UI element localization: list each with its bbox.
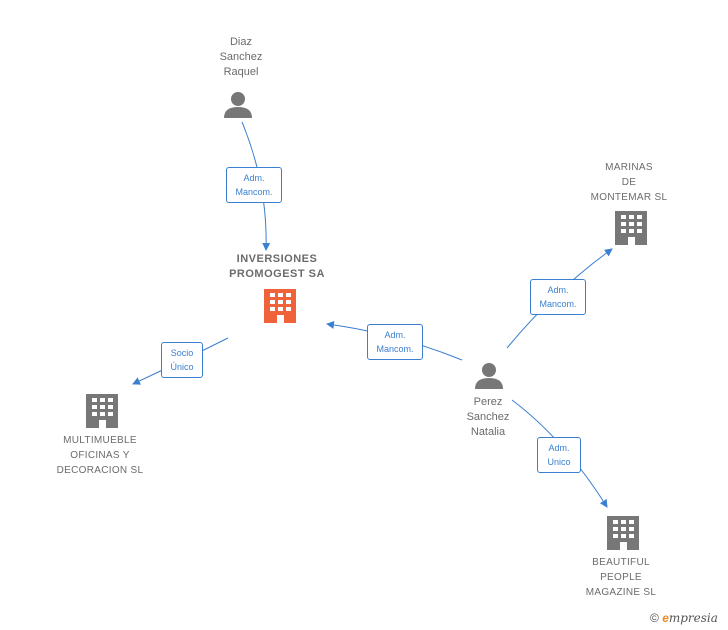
- node-label-line: MARINAS: [605, 162, 653, 173]
- edge-label-line: Mancom.: [376, 344, 414, 354]
- node-label-line: PROMOGEST SA: [229, 268, 325, 280]
- edge-label-line: Adm.: [384, 330, 406, 340]
- person-icon: [475, 363, 503, 389]
- edge-label-perez-beautiful[interactable]: Adm. Unico: [537, 437, 581, 473]
- brand-logo-letter: e: [662, 611, 669, 625]
- node-label-line: Perez: [473, 396, 503, 408]
- node-label-multimueble[interactable]: MULTIMUEBLE OFICINAS Y DECORACION SL: [40, 433, 160, 478]
- edge-label-perez-inversiones[interactable]: Adm. Mancom.: [367, 324, 423, 360]
- node-label-line: Natalia: [470, 426, 506, 438]
- node-label-beautiful-people[interactable]: BEAUTIFUL PEOPLE MAGAZINE SL: [566, 555, 676, 600]
- edge-label-diaz-inversiones[interactable]: Adm. Mancom.: [226, 167, 282, 203]
- edge-label-line: Unico: [547, 457, 571, 467]
- edge-label-line: Único: [170, 362, 194, 372]
- edge-label-line: Mancom.: [235, 187, 273, 197]
- node-label-line: MAGAZINE SL: [585, 587, 657, 598]
- copyright-symbol: ©: [650, 611, 659, 625]
- node-label-diaz-sanchez-raquel[interactable]: Diaz Sanchez Raquel: [196, 35, 286, 80]
- edge-label-line: Adm.: [243, 173, 265, 183]
- footer-brand[interactable]: © empresia: [650, 611, 718, 625]
- building-icon: [264, 289, 296, 323]
- edge-label-line: Adm.: [548, 443, 570, 453]
- edge-label-line: Socio: [170, 348, 194, 358]
- node-label-line: MULTIMUEBLE: [63, 435, 137, 446]
- person-icon: [224, 92, 252, 118]
- node-label-line: INVERSIONES: [236, 253, 318, 265]
- edge-label-perez-marinas[interactable]: Adm. Mancom.: [530, 279, 586, 315]
- node-label-perez-sanchez-natalia[interactable]: Perez Sanchez Natalia: [443, 395, 533, 440]
- node-label-line: Raquel: [223, 66, 259, 78]
- node-label-line: DECORACION SL: [56, 465, 144, 476]
- node-label-line: PEOPLE: [600, 572, 642, 583]
- node-label-line: OFICINAS Y: [70, 450, 130, 461]
- node-label-marinas-de-montemar[interactable]: MARINAS DE MONTEMAR SL: [574, 160, 684, 205]
- node-label-line: Sanchez: [466, 411, 510, 423]
- node-label-line: BEAUTIFUL: [592, 557, 650, 568]
- node-label-line: MONTEMAR SL: [590, 192, 668, 203]
- edge-label-inversiones-multimueble[interactable]: Socio Único: [161, 342, 203, 378]
- building-icon: [607, 516, 639, 550]
- node-label-line: DE: [621, 177, 637, 188]
- edge-label-line: Adm.: [547, 285, 569, 295]
- building-icon: [86, 394, 118, 428]
- edge-label-line: Mancom.: [539, 299, 577, 309]
- node-label-line: Sanchez: [219, 51, 263, 63]
- node-label-line: Diaz: [229, 36, 252, 48]
- brand-name: mpresia: [668, 611, 718, 625]
- building-icon: [615, 211, 647, 245]
- node-label-inversiones-promogest[interactable]: INVERSIONES PROMOGEST SA: [212, 252, 342, 282]
